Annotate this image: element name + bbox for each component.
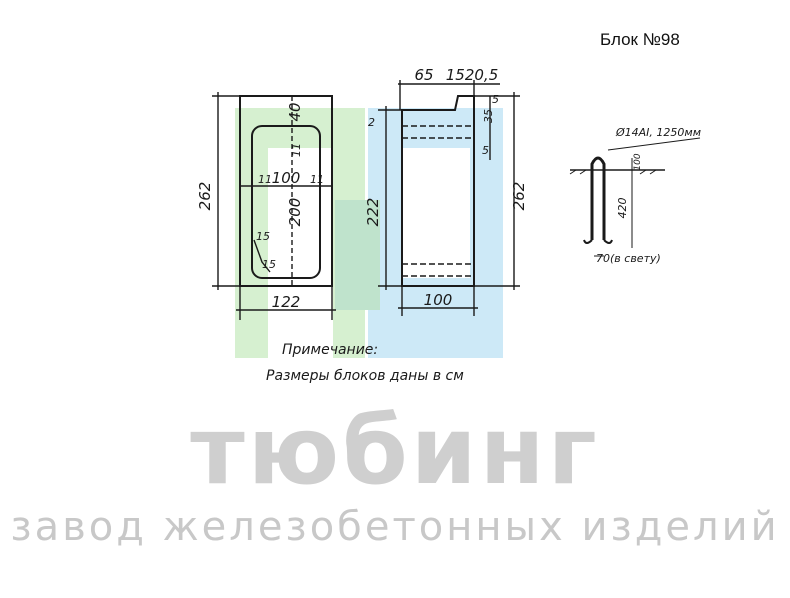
note-title: Примечание: [282, 342, 378, 358]
side-view [378, 80, 520, 316]
front-inner-height-label: 200 [286, 198, 304, 227]
side-left-2-label: 2 [368, 116, 375, 129]
ground-hatch [569, 169, 657, 175]
side-main-height-label: 222 [364, 198, 382, 227]
front-inner-width-label: 100 [272, 169, 301, 187]
loop-bar [590, 156, 606, 240]
front-width-label: 122 [272, 293, 301, 311]
hook-right [603, 239, 613, 244]
lifting-loop-detail [569, 137, 701, 257]
logo-watermark [235, 108, 503, 358]
brand-name: тюбинг [190, 397, 600, 506]
side-width-label: 100 [424, 291, 453, 309]
front-inner-opening [251, 125, 321, 279]
front-corner-label-b: 15 [262, 258, 276, 271]
front-inner-left-label: 11 [258, 173, 272, 186]
side-top-dim-label: 65 [414, 66, 433, 84]
loop-dim-100-label: 100 [633, 153, 643, 170]
brand-tagline: завод железобетонных изделий [10, 504, 780, 550]
side-outline [401, 95, 475, 287]
front-top-offset-label: 40 [286, 102, 304, 121]
hook-left [583, 239, 593, 244]
front-outline [239, 95, 333, 287]
front-inner-right-label: 11 [310, 173, 324, 186]
side-right-5b-label: 5 [482, 144, 489, 157]
rebar-spec-label: Ø14AI, 1250мм [615, 126, 701, 139]
front-height-label: 262 [196, 182, 214, 211]
block-title: Блок №98 [600, 30, 680, 49]
note-text: Размеры блоков даны в см [266, 368, 464, 384]
front-view [212, 92, 336, 320]
leader-line [607, 137, 701, 151]
corner-detail [253, 239, 271, 273]
side-right-5a-label: 5 [492, 93, 499, 106]
side-top-combined-label: 1520,5 [446, 66, 499, 84]
front-side-small-label: 11 [290, 143, 303, 157]
loop-dim-70-label: 70(в свету) [596, 252, 661, 265]
front-corner-label-a: 15 [256, 230, 270, 243]
side-right-35-label: 35 [482, 109, 495, 123]
loop-dim-420-label: 420 [616, 198, 629, 219]
side-total-height-label: 262 [510, 182, 528, 211]
